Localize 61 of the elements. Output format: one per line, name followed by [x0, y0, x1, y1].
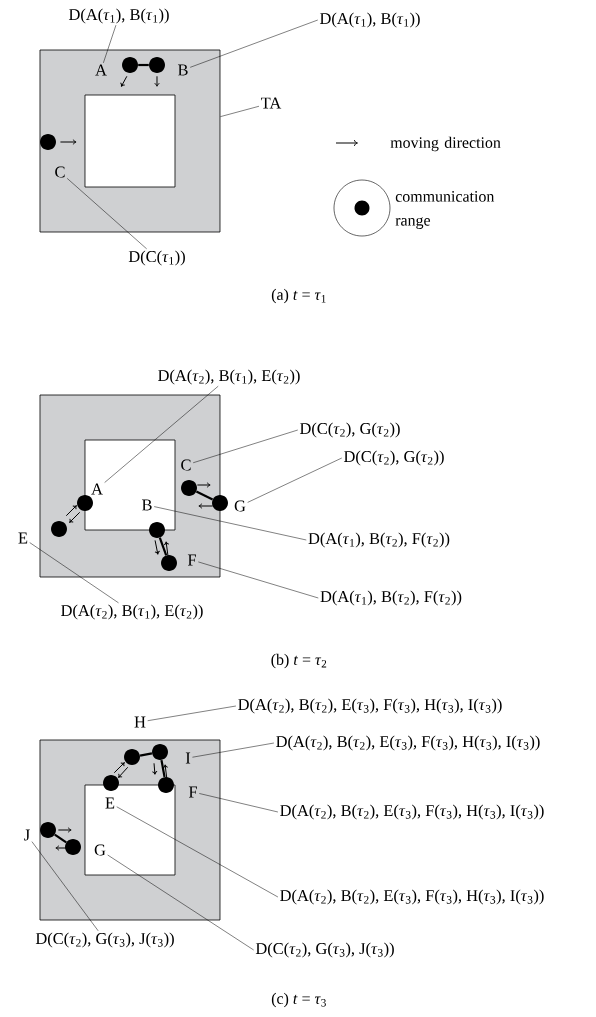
annotation-text: D(C(τ$_{2}$), G(τ$_{2}$)) [299, 422, 400, 438]
letter-label: E [105, 797, 115, 809]
letter-label: B [178, 64, 188, 76]
link-line [54, 833, 67, 844]
letter-label: G [94, 844, 106, 856]
letter-label: H [134, 716, 146, 728]
letter-label: TA [261, 97, 282, 109]
leader-line [198, 561, 319, 599]
leader-line [247, 457, 343, 503]
annotation-text: D(A(τ$_{2}$), B(τ$_{2}$), E(τ$_{3}$), F(τ$_{3}$), H(τ$_{3}$), I(τ$_{3}$)) [280, 889, 544, 905]
caption: (b) t = τ$_{2}$ [271, 653, 327, 669]
letter-label: C [181, 459, 191, 471]
annotation-text: D(A(τ$_{1}$), B(τ$_{2}$), F(τ$_{2}$)) [308, 532, 450, 548]
leader-line [189, 19, 319, 68]
inner-square [84, 784, 176, 876]
inner-square [84, 94, 176, 188]
leader-line [153, 506, 307, 541]
inner-square [84, 439, 176, 531]
annotation-text: D(A(τ$_{2}$), B(τ$_{1}$), E(τ$_{2}$)) [61, 604, 203, 620]
annotation-text: D(A(τ$_{2}$), B(τ$_{2}$), E(τ$_{3}$), F(τ$_{3}$), H(τ$_{3}$), I(τ$_{3}$)) [280, 804, 544, 820]
legend-text: moving direction [390, 136, 501, 152]
letter-label: I [185, 752, 191, 764]
caption: (c) t = τ$_{3}$ [271, 992, 326, 1008]
annotation-text: D(A(τ$_{1}$), B(τ$_{1}$)) [68, 8, 169, 24]
annotation-text: D(A(τ$_{1}$), B(τ$_{2}$), F(τ$_{2}$)) [320, 590, 462, 606]
leader-line [116, 806, 279, 898]
leader-line [107, 854, 254, 951]
annotation-text: D(C(τ$_{2}$), G(τ$_{3}$), J(τ$_{3}$)) [35, 932, 174, 948]
link-line [139, 752, 153, 757]
letter-label: E [18, 532, 28, 544]
letter-label: F [187, 554, 196, 566]
letter-label: B [142, 499, 152, 511]
annotation-text: D(C(τ$_{1}$)) [128, 250, 185, 266]
letter-label: C [55, 166, 65, 178]
annotation-text: D(A(τ$_{1}$), B(τ$_{1}$)) [319, 12, 420, 28]
caption: (a) t = τ$_{1}$ [271, 288, 326, 304]
annotation-text: D(C(τ$_{2}$), G(τ$_{3}$), J(τ$_{3}$)) [255, 942, 394, 958]
leader-line [199, 793, 279, 813]
annotation-text: D(A(τ$_{2}$), B(τ$_{2}$), E(τ$_{3}$), F(τ$_{3}$), H(τ$_{3}$), I(τ$_{3}$)) [238, 698, 502, 714]
letter-label: G [234, 500, 246, 512]
legend-text: communication range [395, 191, 495, 229]
leader-line [66, 178, 147, 250]
leader-line [147, 705, 237, 721]
link-line [158, 537, 168, 556]
link-line [195, 490, 214, 501]
leader-line [192, 429, 299, 463]
letter-label: A [91, 483, 103, 495]
link-line [160, 759, 166, 778]
leader-line [29, 542, 119, 604]
link-line [138, 63, 149, 67]
annotation-text: D(A(τ$_{2}$), B(τ$_{2}$), E(τ$_{3}$), F(τ$_{3}$), H(τ$_{3}$), I(τ$_{3}$)) [276, 735, 540, 751]
letter-label: J [24, 829, 30, 841]
leader-line [104, 385, 219, 483]
leader-line [220, 106, 260, 117]
leader-line [31, 841, 99, 932]
leader-line [192, 742, 275, 758]
annotation-text: D(C(τ$_{2}$), G(τ$_{2}$)) [343, 450, 444, 466]
annotation-text: D(A(τ$_{2}$), B(τ$_{1}$), E(τ$_{2}$)) [158, 369, 300, 385]
letter-label: A [95, 64, 107, 76]
letter-label: F [188, 786, 197, 798]
leader-line [103, 24, 117, 64]
